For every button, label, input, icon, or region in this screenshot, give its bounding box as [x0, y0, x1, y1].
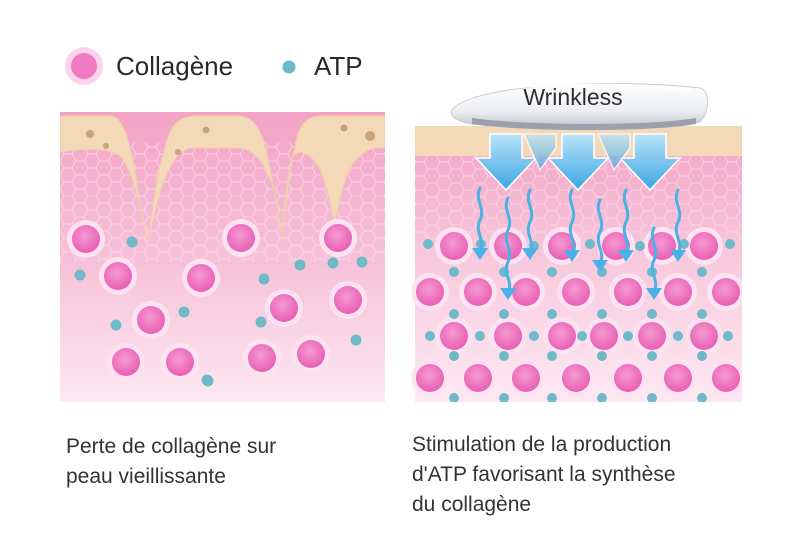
atp-legend-label: ATP [314, 51, 363, 81]
collagen-cell [435, 227, 473, 265]
collagen-cell [685, 227, 723, 265]
down-arrow-icon [522, 133, 557, 172]
collagen-cell [99, 257, 137, 295]
collagen-cell [543, 227, 581, 265]
collagen-cell [659, 273, 697, 311]
collagen-cell [707, 273, 742, 311]
device-brand-label: Wrinkless [523, 84, 622, 110]
wave-arrow-heads [472, 248, 686, 300]
pigment-dot [340, 124, 348, 132]
collagen-cells [67, 219, 367, 381]
collagen-cell [67, 220, 105, 258]
caption-right-line-3: du collagène [412, 493, 532, 516]
collagen-cell [182, 259, 220, 297]
collagen-cell [543, 317, 581, 355]
collagen-legend-icon [65, 47, 103, 85]
collagen-cell [132, 301, 170, 339]
collagen-cell [609, 273, 647, 311]
stimulated-skin-illustration: Wrinkless [412, 82, 742, 402]
down-arrow-icon [546, 133, 610, 192]
collagen-cell [329, 281, 367, 319]
caption-right-line-1: Stimulation de la production [412, 433, 672, 456]
pigment-dot [202, 126, 210, 134]
collagen-cell [685, 317, 723, 355]
collagen-cell [489, 317, 527, 355]
collagen-cell [659, 359, 697, 397]
down-arrow-icon [596, 133, 631, 172]
collagen-cell [459, 359, 497, 397]
atp-legend-icon [282, 60, 296, 74]
collagen-cell [435, 317, 473, 355]
collagen-cell [319, 219, 357, 257]
wrinkless-device [450, 82, 708, 131]
aging-skin-illustration [60, 112, 385, 402]
energy-arrows [474, 133, 682, 192]
epidermis-layer [60, 115, 385, 245]
down-arrow-icon [618, 133, 682, 192]
collagen-cell [107, 343, 145, 381]
legend: Collagène ATP [60, 44, 390, 88]
collagen-cell [557, 359, 595, 397]
collagen-cell [292, 335, 330, 373]
collagen-legend-label: Collagène [116, 51, 234, 81]
collagen-cell [557, 273, 595, 311]
collagen-cell [161, 343, 199, 381]
collagen-cell [265, 289, 303, 327]
caption-left: Perte de collagène sur peau vieillissant… [66, 432, 386, 492]
collagen-cell [412, 273, 449, 311]
caption-right-line-2: d'ATP favorisant la synthèse [412, 463, 676, 486]
collagen-cell [585, 317, 623, 355]
collagen-cell [507, 359, 545, 397]
collagen-cell [707, 359, 742, 397]
atp-molecules [74, 236, 368, 387]
caption-left-line-1: Perte de collagène sur [66, 435, 277, 458]
collagen-cell [609, 359, 647, 397]
caption-right: Stimulation de la production d'ATP favor… [412, 430, 752, 520]
collagen-cell [222, 219, 260, 257]
skin-texture [60, 142, 385, 262]
pigment-dot [103, 143, 109, 149]
collagen-cell [459, 273, 497, 311]
caption-left-line-2: peau vieillissante [66, 465, 226, 488]
collagen-cell [243, 339, 281, 377]
down-arrow-icon [474, 133, 538, 192]
collagen-cells [412, 227, 742, 397]
collagen-cell [507, 273, 545, 311]
pigment-dot [365, 131, 375, 141]
pigment-dot [175, 149, 181, 155]
pigment-dot [86, 130, 94, 138]
wave-arrows [476, 186, 682, 294]
collagen-cell [633, 317, 671, 355]
collagen-cell [412, 359, 449, 397]
